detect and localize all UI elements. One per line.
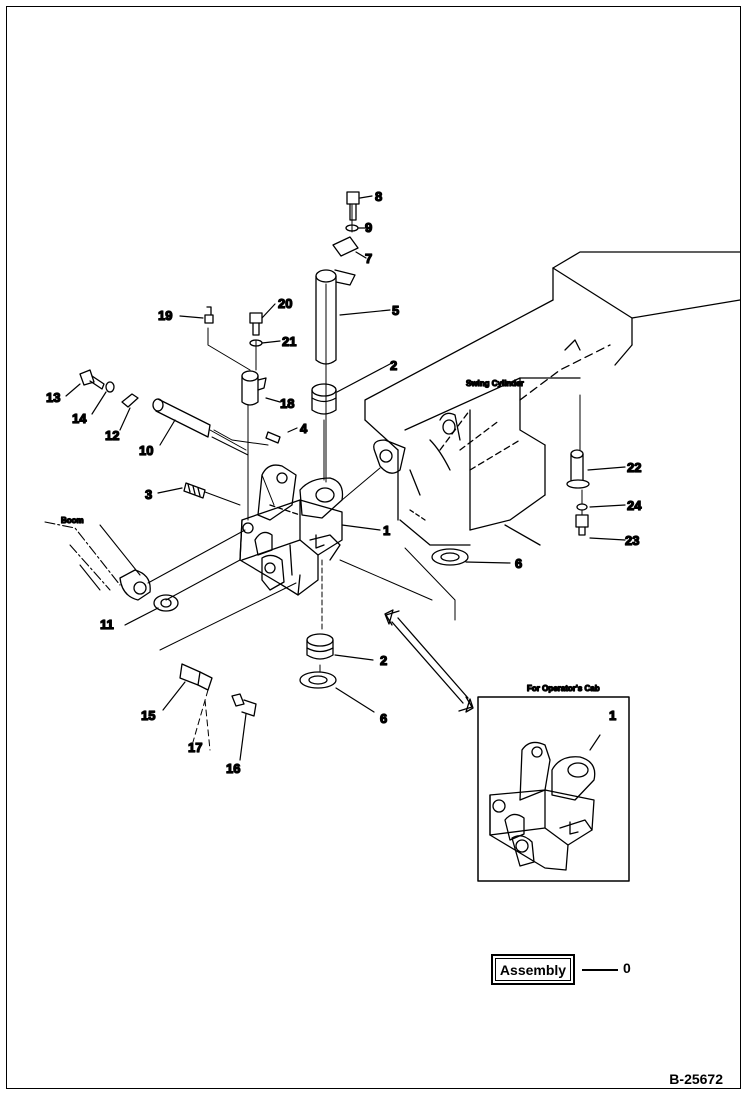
part-number-1-cab: 1 xyxy=(609,708,616,723)
part-number-3: 3 xyxy=(145,487,152,502)
swing-bracket xyxy=(239,464,344,596)
bolt-8 xyxy=(346,191,360,221)
part-number-8: 8 xyxy=(375,189,382,204)
part-number-11: 11 xyxy=(100,617,114,632)
operators-cab-label: For Operator's Cab xyxy=(527,684,600,693)
drawing-id: B-25672 xyxy=(669,1071,723,1087)
bolt-23 xyxy=(575,514,589,536)
bushing-2-lower xyxy=(306,633,334,660)
plate-7 xyxy=(332,236,359,257)
part-number-9: 9 xyxy=(365,220,372,235)
fitting-16 xyxy=(231,693,257,717)
fitting-3 xyxy=(183,482,206,499)
part-number-15: 15 xyxy=(141,708,155,723)
washer-6-lower xyxy=(299,671,337,689)
part-number-5: 5 xyxy=(392,303,399,318)
assembly-box-inner-border xyxy=(495,958,571,981)
boom-label: Boom xyxy=(61,516,84,525)
part-number-24: 24 xyxy=(627,498,642,513)
washer-6-right xyxy=(431,548,469,566)
assembly-label: Assembly xyxy=(499,961,567,978)
pin-18 xyxy=(241,370,267,406)
operators-cab-inset xyxy=(477,696,630,882)
part-number-23: 23 xyxy=(625,533,639,548)
part-number-12: 12 xyxy=(105,428,119,443)
assembly-leader-line xyxy=(582,969,618,971)
part-number-1: 1 xyxy=(383,523,390,538)
swing-cylinder-label: Swing Cylinder xyxy=(466,379,524,388)
part-number-19: 19 xyxy=(158,308,172,323)
part-number-7: 7 xyxy=(365,251,372,266)
pin-10 xyxy=(152,398,211,438)
double-arrow xyxy=(384,609,474,713)
drawing-frame xyxy=(6,6,741,1089)
pin-5 xyxy=(315,269,356,365)
part-number-2-lower: 2 xyxy=(380,653,387,668)
part-number-6-lower: 6 xyxy=(380,711,387,726)
assembly-box: Assembly xyxy=(491,954,575,985)
part-number-10: 10 xyxy=(139,443,153,458)
washer-11 xyxy=(153,594,179,612)
plate-12 xyxy=(121,393,139,408)
washer-24 xyxy=(576,503,588,511)
boom-outline xyxy=(44,521,141,591)
part-number-20: 20 xyxy=(278,296,292,311)
part-number-18: 18 xyxy=(280,396,294,411)
part-number-6-right: 6 xyxy=(515,556,522,571)
fitting-19 xyxy=(204,306,214,324)
part-number-13: 13 xyxy=(46,390,60,405)
part-number-4: 4 xyxy=(300,421,308,436)
bolt-13 xyxy=(79,369,105,390)
pin-22 xyxy=(566,449,590,489)
bushing-2-upper xyxy=(311,383,337,415)
part-number-16: 16 xyxy=(226,761,240,776)
assembly-lines xyxy=(147,204,583,751)
assembly-number: 0 xyxy=(623,960,631,976)
part-number-21: 21 xyxy=(282,334,296,349)
boom-structure xyxy=(364,251,741,546)
part-number-17: 17 xyxy=(188,740,202,755)
part-number-22: 22 xyxy=(627,460,641,475)
fitting-4 xyxy=(265,431,281,444)
bolt-20 xyxy=(249,312,263,336)
part-number-14: 14 xyxy=(72,411,87,426)
washer-14 xyxy=(105,381,115,393)
leader-lines xyxy=(65,195,626,761)
boom-end xyxy=(119,569,151,601)
part-number-2-upper: 2 xyxy=(390,358,397,373)
pin-15 xyxy=(179,663,213,691)
